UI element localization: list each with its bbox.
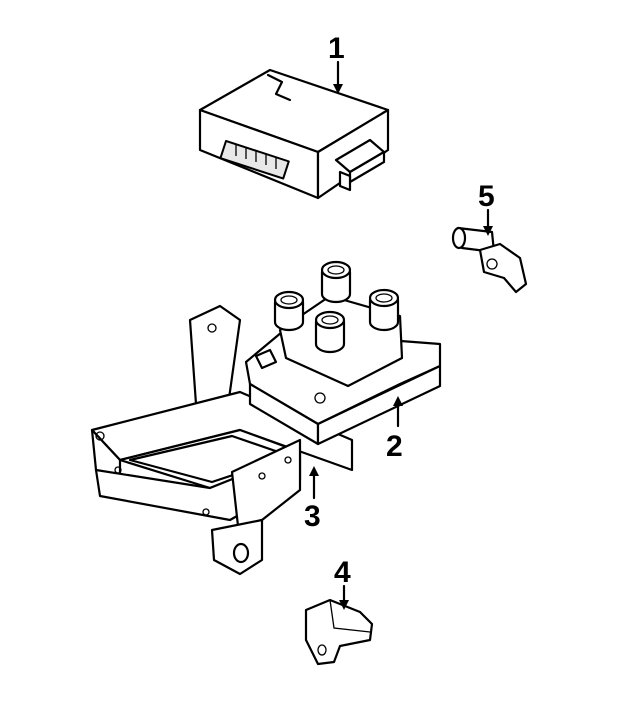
mounting-bracket-icon [90,304,354,576]
sensor-icon [451,226,528,294]
sensor-icon [304,598,374,666]
callout-4: 4 [334,556,351,589]
callout-1: 1 [328,32,345,65]
leader-lines [309,60,493,610]
callout-5: 5 [478,180,495,213]
control-module-icon [198,68,390,200]
ignition-coil-pack-icon [244,260,442,446]
callout-3: 3 [304,500,321,533]
callout-2: 2 [386,430,403,463]
